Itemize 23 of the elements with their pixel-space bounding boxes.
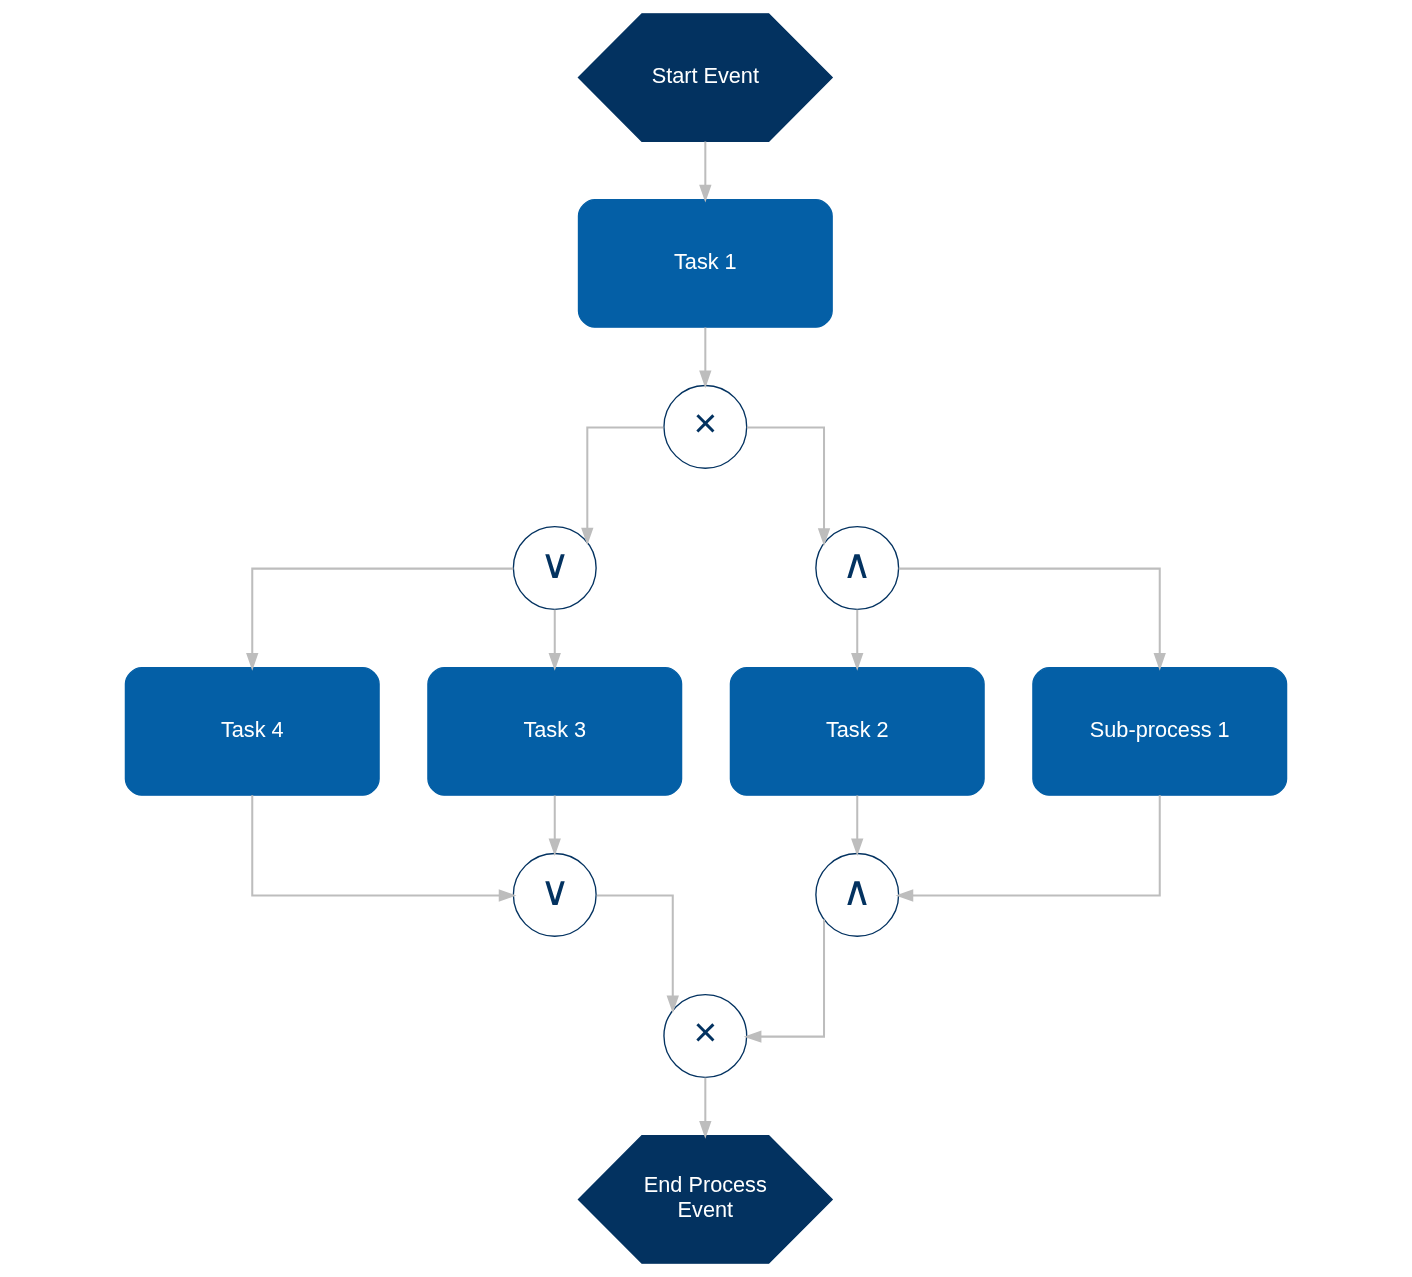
- arrow: [699, 327, 712, 389]
- node-box: Task 3: [427, 667, 683, 796]
- arrow: [699, 1077, 712, 1139]
- arrow: [851, 795, 864, 857]
- node-box: Task 1: [577, 199, 833, 328]
- arrow: [898, 567, 1166, 671]
- node-box: Task 4: [124, 667, 380, 796]
- arrow: [851, 609, 864, 671]
- arrow: [251, 795, 517, 902]
- arrow: [548, 795, 561, 857]
- arrow: [548, 609, 561, 671]
- node-circle: ×: [663, 384, 748, 469]
- node-circle: ∨: [512, 852, 597, 937]
- arrow: [246, 567, 514, 671]
- arrow: [699, 141, 712, 203]
- node-box: Task 2: [729, 667, 985, 796]
- node-box: Sub-process 1: [1032, 667, 1288, 796]
- node-circle: ∧: [815, 852, 900, 937]
- arrow: [895, 795, 1161, 902]
- arrow: [746, 426, 831, 546]
- arrow: [581, 426, 664, 546]
- arrow: [743, 919, 826, 1043]
- arrow: [596, 894, 679, 1014]
